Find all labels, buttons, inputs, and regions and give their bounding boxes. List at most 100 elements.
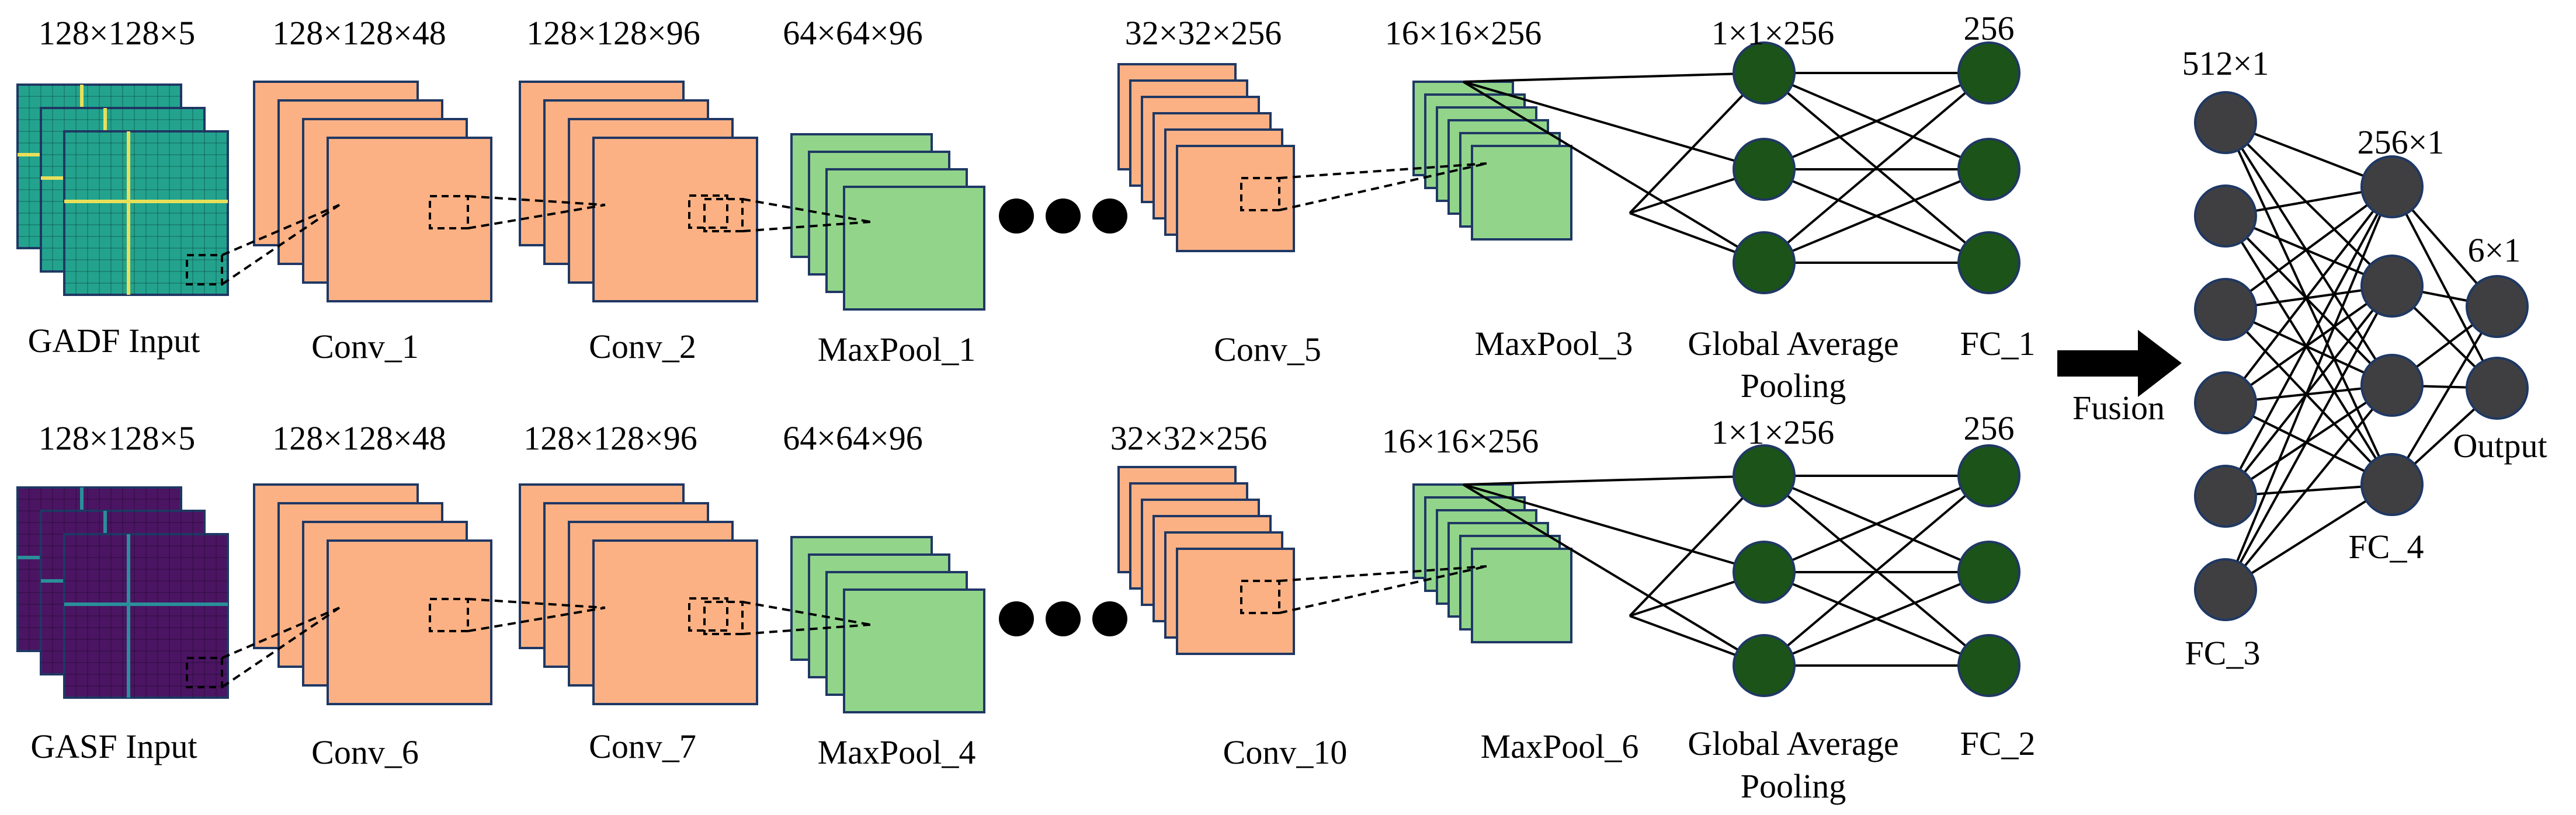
bottom-link-conv5-pool3 <box>1279 565 1487 614</box>
bottom-link-conv2-pool1 <box>742 601 871 626</box>
fusion-edge-fc3-fc4 <box>2224 186 2393 404</box>
fusion-edge-fc3-fc4 <box>2224 285 2393 404</box>
fusion-label: Fusion <box>2072 389 2165 427</box>
top-edge-pool-gap <box>1463 81 1765 170</box>
bottom-conv10-dim: 32×32×256 <box>1110 419 1268 457</box>
fusion-edge-fc3-fc4 <box>2224 215 2393 486</box>
top-edge-gap-fc <box>1763 72 1990 264</box>
bottom-edge-gap-fc <box>1763 475 1990 667</box>
bottom-link-input-conv1 <box>221 607 341 688</box>
top-conv5-layer <box>1176 145 1295 252</box>
top-input-label: GADF Input <box>27 322 200 360</box>
fusion-edge-fc3-fc4 <box>2224 384 2393 591</box>
fc3-node <box>2194 91 2257 154</box>
top-conv1-label: Conv_1 <box>311 328 419 365</box>
bottom-pool-dim: 64×64×96 <box>783 419 923 457</box>
bottom-input-label: GASF Input <box>30 727 197 765</box>
bottom-edge-pool-gap <box>1463 475 1765 486</box>
bottom-edge-pool-gap <box>1463 483 1765 573</box>
top-link-input-conv1 <box>221 204 341 285</box>
bottom-conv1-dim: 128×128×48 <box>272 419 446 457</box>
top-link-conv5-pool3 <box>1279 162 1487 211</box>
top-conv2-layer <box>592 137 758 302</box>
top-edge-pool-gap <box>1463 72 1765 83</box>
fc3-dim: 512×1 <box>2182 44 2269 82</box>
bottom-gap-node <box>1733 444 1796 507</box>
top-link-conv2-pool1 <box>742 221 871 232</box>
top-conv5-label: Conv_5 <box>1214 330 1321 368</box>
fusion-edge-fc3-fc4 <box>2224 121 2393 287</box>
fusion-edge-fc3-fc4 <box>2224 215 2393 386</box>
bottom-conv5-layer <box>1176 548 1295 655</box>
top-input-image <box>63 130 229 296</box>
top-edge-gap-fc <box>1763 168 1990 264</box>
bottom-link-conv5-pool3 <box>1279 565 1487 582</box>
bottom-input-kernel <box>186 657 223 688</box>
top-pool1-dim: 64×64×96 <box>783 14 923 52</box>
bottom-pool3-layer <box>1471 548 1572 643</box>
top-fc-node <box>1957 231 2020 294</box>
fusion-edge-fc3-fc4 <box>2224 122 2393 485</box>
top-conv2-dim: 128×128×96 <box>526 14 700 52</box>
bottom-gap-dim: 1×1×256 <box>1711 413 1835 451</box>
bottom-pool6-dim: 16×16×256 <box>1381 422 1539 460</box>
top-gap-label-2: Pooling <box>1740 367 1846 405</box>
top-gap-node <box>1733 231 1796 294</box>
bottom-gap-node <box>1733 634 1796 697</box>
top-pool1-label: MaxPool_1 <box>817 330 976 368</box>
fc4-label: FC_4 <box>2348 528 2424 566</box>
bottom-ellipsis-dot <box>999 601 1034 636</box>
fc4-node <box>2360 354 2424 417</box>
bottom-gap-label-2: Pooling <box>1740 767 1846 805</box>
fusion-arrow <box>2057 330 2182 397</box>
fusion-edge-fc3-fc4 <box>2224 186 2393 590</box>
bottom-link-conv1-conv2 <box>467 598 606 609</box>
fc3-node <box>2194 371 2257 434</box>
bottom-edge-gap-fc <box>1763 571 1990 667</box>
bottom-conv2-layer <box>592 539 758 705</box>
top-input-kernel <box>186 254 223 285</box>
top-gap-node <box>1733 138 1796 201</box>
output-node <box>2466 357 2529 420</box>
fc3-node <box>2194 278 2257 341</box>
fc3-label: FC_3 <box>2185 634 2261 672</box>
bottom-ellipsis-dot <box>1046 601 1081 636</box>
fc3-node <box>2194 184 2257 248</box>
bottom-conv1-label: Conv_6 <box>311 733 419 771</box>
bottom-input-image <box>63 533 229 699</box>
fusion-edge-fc3-fc4 <box>2224 384 2393 497</box>
top-conv1-layer <box>327 137 492 302</box>
bottom-conv2-dim: 128×128×96 <box>523 419 697 457</box>
output-node <box>2466 275 2529 338</box>
bottom-gap-label-1: Global Average <box>1688 725 1899 762</box>
fusion-edge-fc3-fc4 <box>2224 121 2393 386</box>
top-gap-node <box>1733 41 1796 105</box>
fc4-dim: 256×1 <box>2357 123 2445 161</box>
top-link-conv1-conv2 <box>467 204 606 229</box>
top-edge-gap-fc <box>1763 72 1990 170</box>
top-conv2-label: Conv_2 <box>589 328 696 365</box>
top-conv5-dim: 32×32×256 <box>1124 14 1282 52</box>
top-pool3-label: MaxPool_3 <box>1474 325 1633 363</box>
fc3-node <box>2194 465 2257 528</box>
top-pool3-dim: 16×16×256 <box>1384 14 1542 52</box>
bottom-ellipsis-dot <box>1092 601 1127 636</box>
bottom-fc-node <box>1957 541 2020 604</box>
fc4-node <box>2360 155 2424 218</box>
top-edge-pool-gap <box>1629 72 1765 214</box>
fusion-edge-fc3-fc4 <box>2224 308 2393 486</box>
top-link-conv2-pool1 <box>742 198 871 223</box>
bottom-link-conv2-pool1 <box>742 624 871 635</box>
top-gap-label-1: Global Average <box>1688 325 1899 363</box>
top-ellipsis-dot <box>1092 198 1127 234</box>
fusion-edge-fc4-out <box>2391 305 2498 486</box>
bottom-fc-node <box>1957 634 2020 697</box>
bottom-conv10-label: Conv_10 <box>1223 733 1348 771</box>
fusion-edge-fc3-fc4 <box>2224 285 2393 590</box>
top-link-input-conv1 <box>221 204 340 256</box>
top-pool1-layer <box>843 186 985 311</box>
out-dim: 6×1 <box>2467 231 2521 269</box>
fusion-edge-fc3-fc4 <box>2224 186 2393 497</box>
fc4-node <box>2360 255 2424 318</box>
